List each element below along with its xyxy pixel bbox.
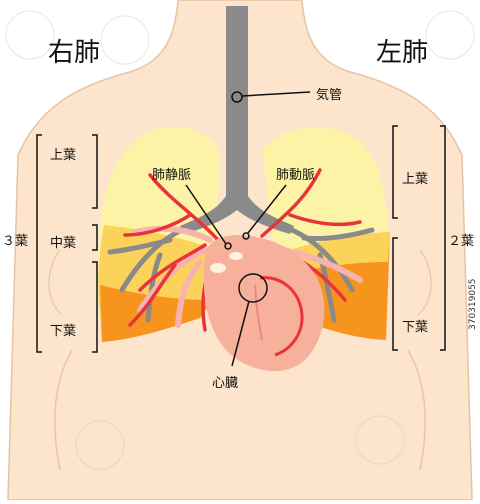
right-brackets xyxy=(36,134,98,353)
right-upper-lobe-label: 上葉 xyxy=(50,148,77,163)
heart-label: 心臓 xyxy=(212,376,239,391)
left-lower-lobe-label: 下葉 xyxy=(402,320,429,335)
left-lung-title: 左肺 xyxy=(376,38,429,68)
watermark-rings xyxy=(5,10,475,470)
left-brackets xyxy=(392,125,446,351)
stock-id: 370319055 xyxy=(468,278,478,330)
right-lung-title: 右肺 xyxy=(48,38,101,68)
pulmonary-artery-label: 肺動脈 xyxy=(276,168,316,183)
left-upper-lobe-label: 上葉 xyxy=(402,172,429,187)
trachea-shape xyxy=(180,6,294,234)
right-lobe-count: ３葉 xyxy=(2,234,29,249)
pulmonary-vein-label: 肺静脈 xyxy=(152,168,192,183)
callouts xyxy=(185,91,311,367)
right-middle-lobe-label: 中葉 xyxy=(50,236,77,251)
left-lobe-count: ２葉 xyxy=(448,234,475,249)
heart-shape xyxy=(203,234,325,372)
trachea-label: 気管 xyxy=(316,88,343,103)
right-lower-lobe-label: 下葉 xyxy=(50,324,77,339)
